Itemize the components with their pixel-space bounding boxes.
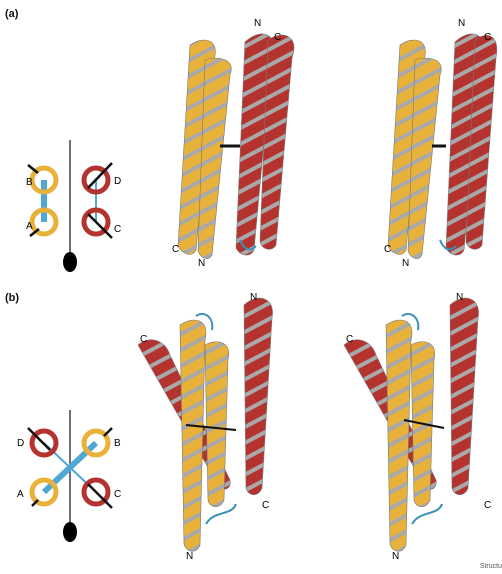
helix-red-2 <box>450 298 479 495</box>
label-d: D <box>17 438 24 449</box>
terminus-label: N <box>186 551 193 562</box>
label-a: A <box>17 489 24 500</box>
terminus-label: C <box>172 244 179 255</box>
terminus-label: C <box>346 334 353 345</box>
helix-red-2 <box>244 298 273 495</box>
terminus-label: C <box>384 244 391 255</box>
terminus-label: N <box>458 18 465 29</box>
label-b: B <box>26 177 33 188</box>
label-a: A <box>26 221 33 232</box>
label-c: C <box>114 489 121 500</box>
stereo-a-left: N C C N <box>172 18 294 269</box>
terminus-label: C <box>140 334 147 345</box>
stereo-a-right: N C C N <box>384 18 497 269</box>
terminus-label: N <box>198 258 205 269</box>
terminus-label: C <box>262 500 269 511</box>
credit-text: Structu <box>480 563 502 570</box>
bead-marker <box>63 252 77 272</box>
helix-gold-1 <box>180 320 206 551</box>
label-b: B <box>114 438 121 449</box>
label-c: C <box>114 224 121 235</box>
loop-connector <box>412 504 442 524</box>
schematic-b: D B A C <box>17 410 121 542</box>
stereo-b-right: N C N C <box>344 292 491 562</box>
label-d: D <box>114 176 121 187</box>
terminus-label: N <box>254 18 261 29</box>
terminus-label: N <box>456 292 463 303</box>
bead-marker <box>63 522 77 542</box>
loop-connector <box>206 504 236 524</box>
terminus-label: C <box>274 32 281 43</box>
terminus-label: C <box>484 500 491 511</box>
schematic-a: B D A C <box>26 140 121 272</box>
terminus-label: N <box>392 551 399 562</box>
terminus-label: N <box>402 258 409 269</box>
helix-gold-1 <box>386 320 412 551</box>
stereo-b-left: N C N C <box>138 292 273 562</box>
terminus-label: C <box>484 32 491 43</box>
terminus-label: N <box>250 292 257 303</box>
